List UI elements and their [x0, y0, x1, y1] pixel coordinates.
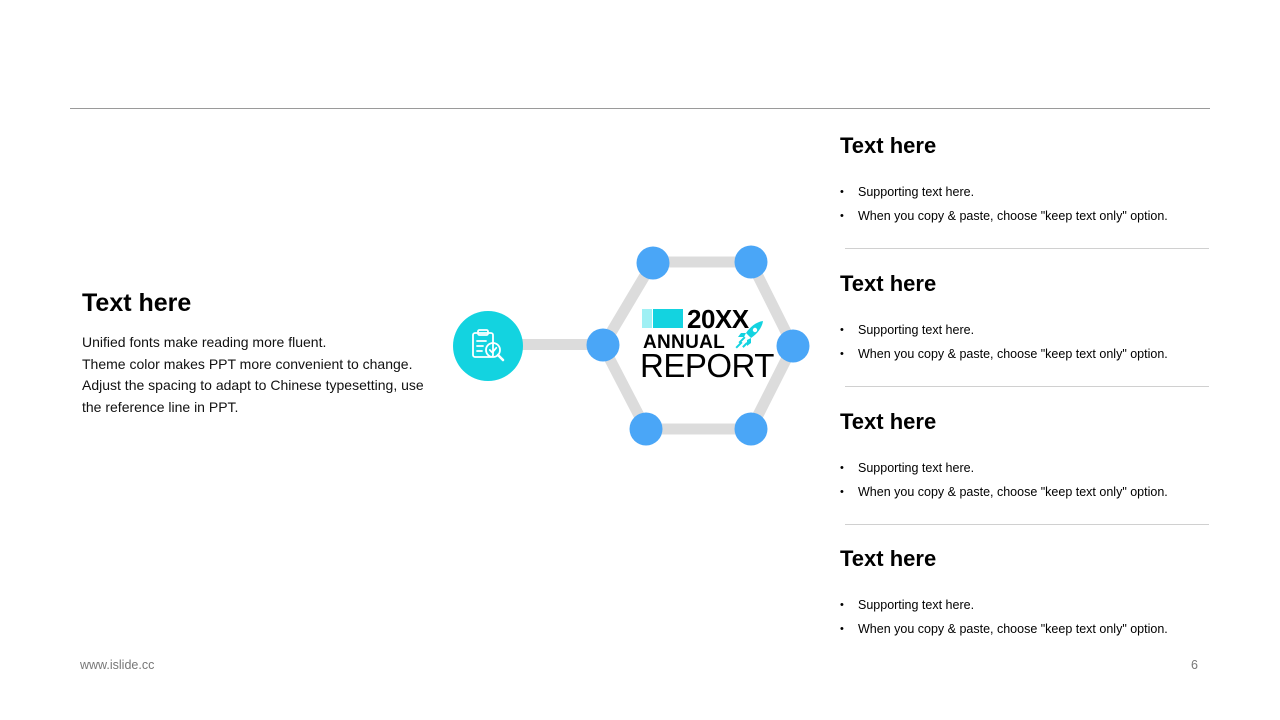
- left-title: Text here: [82, 289, 192, 317]
- hexagon-node: [586, 328, 620, 362]
- bullet-list: Supporting text here. When you copy & pa…: [840, 456, 1168, 504]
- logo-year: 20XX: [687, 304, 749, 334]
- bullet-item: Supporting text here.: [840, 593, 1168, 617]
- top-divider: [70, 108, 1210, 109]
- right-item-title: Text here: [840, 546, 937, 571]
- bullet-item: Supporting text here.: [840, 180, 1168, 204]
- right-item-title: Text here: [840, 409, 937, 434]
- item-separator: [845, 524, 1209, 525]
- right-item: Text here Supporting text here. When you…: [840, 268, 1210, 388]
- right-item-title: Text here: [840, 271, 937, 296]
- hexagon-node: [629, 412, 663, 446]
- logo-bar-light: [642, 309, 652, 328]
- right-item-title: Text here: [840, 133, 937, 158]
- left-body-line: Adjust the spacing to adapt to Chinese t…: [82, 377, 424, 393]
- hexagon-node: [734, 245, 768, 279]
- bullet-item: When you copy & paste, choose "keep text…: [840, 617, 1168, 641]
- hexagon-node: [636, 246, 670, 280]
- logo-annual: ANNUAL: [643, 332, 726, 353]
- bullet-item: When you copy & paste, choose "keep text…: [840, 480, 1168, 504]
- hexagon-node: [776, 329, 810, 363]
- icon-circle: [453, 311, 523, 381]
- bullet-item: When you copy & paste, choose "keep text…: [840, 204, 1168, 228]
- annual-report-logo: 20XX ANNUAL REPORT: [640, 304, 774, 385]
- item-separator: [845, 248, 1209, 249]
- hexagon-node: [734, 412, 768, 446]
- item-separator: [845, 386, 1209, 387]
- bullet-list: Supporting text here. When you copy & pa…: [840, 180, 1168, 228]
- right-item: Text here Supporting text here. When you…: [840, 543, 1210, 663]
- page-number: 6: [1191, 658, 1198, 672]
- bullet-list: Supporting text here. When you copy & pa…: [840, 593, 1168, 641]
- left-body-line: Unified fonts make reading more fluent.: [82, 334, 327, 350]
- left-text-block: Text here Unified fonts make reading mor…: [82, 288, 442, 418]
- hexagon-diagram: [586, 245, 810, 446]
- bullet-item: When you copy & paste, choose "keep text…: [840, 342, 1168, 366]
- bullet-item: Supporting text here.: [840, 456, 1168, 480]
- logo-report: REPORT: [640, 347, 774, 384]
- right-item: Text here Supporting text here. When you…: [840, 130, 1210, 250]
- logo-bar-cyan: [653, 309, 683, 328]
- left-body: Unified fonts make reading more fluent. …: [82, 332, 442, 418]
- right-item: Text here Supporting text here. When you…: [840, 406, 1210, 526]
- connector-bar: [521, 339, 607, 350]
- left-body-line: Theme color makes PPT more convenient to…: [82, 355, 413, 372]
- rocket-icon: [735, 321, 763, 349]
- bullet-item: Supporting text here.: [840, 318, 1168, 342]
- footer-website: www.islide.cc: [80, 658, 155, 672]
- clipboard-check-search-icon: [472, 329, 505, 362]
- left-body-line: the reference line in PPT.: [82, 398, 239, 415]
- bullet-list: Supporting text here. When you copy & pa…: [840, 318, 1168, 366]
